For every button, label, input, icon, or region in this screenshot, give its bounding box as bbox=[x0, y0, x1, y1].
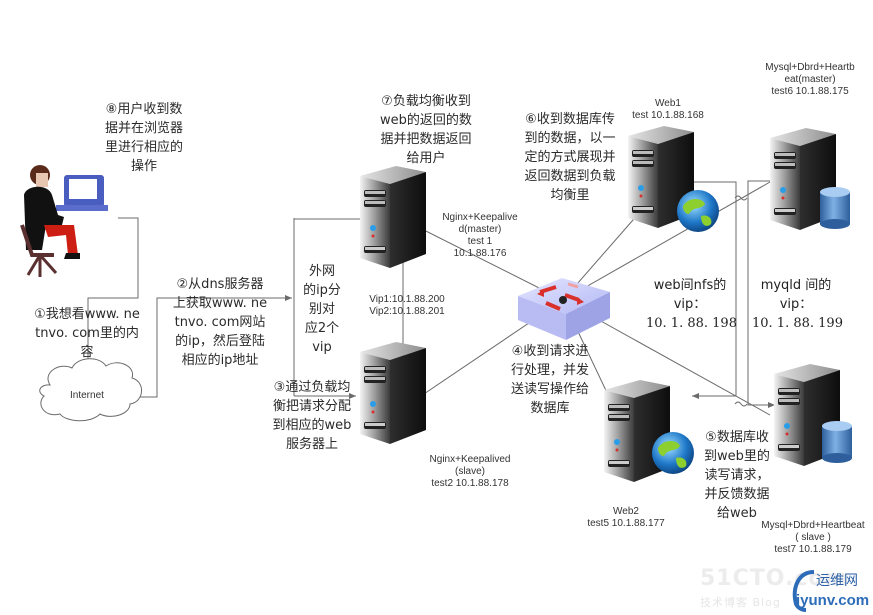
note-line: 的ip分 bbox=[303, 283, 341, 298]
label-line: Mysql+Dbrd+Heartbeat bbox=[761, 520, 865, 531]
step-7-note: ⑦负载均衡收到web的返回的数据并把数据返回给用户 bbox=[380, 94, 472, 166]
wire-nfs-vip bbox=[684, 181, 737, 399]
label-line: 10.1.88.176 bbox=[453, 248, 507, 259]
nfs-vip-title: web间nfs的 bbox=[653, 278, 727, 293]
db-master-label: Mysql+Dbrd+Heartb eat(master) test6 10.1… bbox=[760, 62, 860, 98]
lb-slave-label: Nginx+Keepalived (slave) test2 10.1.88.1… bbox=[422, 454, 518, 490]
label-line: Nginx+Keepalived bbox=[429, 454, 511, 465]
watermark-51cto: 51CTO.com bbox=[700, 566, 849, 591]
web1-globe-icon bbox=[677, 190, 719, 232]
user-at-computer-icon bbox=[20, 165, 108, 277]
watermark-brand-en: iyunv.com bbox=[796, 592, 870, 609]
db-master-database-icon bbox=[820, 187, 850, 229]
note-line: 别对 bbox=[308, 302, 335, 317]
label-line: ( slave ) bbox=[795, 532, 831, 543]
label-line: Web1 bbox=[655, 98, 681, 109]
wire-crossing-hop bbox=[734, 195, 748, 201]
watermark-blog: 技术博客 Blog bbox=[700, 596, 781, 609]
db-slave-label: Mysql+Dbrd+Heartbeat ( slave ) test7 10.… bbox=[758, 520, 868, 556]
lb-vip-1: Vip1:10.1.88.200 bbox=[369, 294, 445, 305]
note-line: 外网 bbox=[308, 264, 335, 279]
step-1-note: ①我想看www. netnvo. com里的内容 bbox=[34, 307, 140, 360]
step-3-note: ③通过负载均衡把请求分配到相应的web服务器上 bbox=[272, 380, 352, 452]
wire-crossing-hop bbox=[734, 401, 748, 407]
wire-user-internet bbox=[85, 217, 139, 368]
internet-cloud-icon bbox=[39, 358, 142, 422]
label-line: Nginx+Keepalive bbox=[442, 212, 518, 223]
watermark-swoosh-icon bbox=[792, 570, 815, 612]
label-line: test2 10.1.88.178 bbox=[431, 478, 509, 489]
web2-globe-icon bbox=[652, 432, 694, 474]
mysql-vip-value: 10. 1. 88. 199 bbox=[752, 316, 843, 331]
label-line: test6 10.1.88.175 bbox=[771, 86, 849, 97]
lb-vip-list: Vip1:10.1.88.200 Vip2:10.1.88.201 bbox=[362, 294, 452, 318]
lb-master-server-icon bbox=[356, 162, 428, 276]
step-2-note: ②从dns服务器上获取www. netnvo. com网站的ip，然后登陆相应的… bbox=[172, 277, 268, 368]
switch-icon bbox=[518, 278, 610, 340]
watermark-brand-cn: 运维网 bbox=[816, 573, 858, 589]
label-line: Web2 bbox=[613, 506, 639, 517]
label-line: Mysql+Dbrd+Heartb bbox=[765, 62, 855, 73]
internet-label: Internet bbox=[70, 390, 104, 401]
step-6-note: ⑥收到数据库传到的数据，以一定的方式展现并返回数据到负载均衡里 bbox=[524, 112, 616, 203]
label-line: eat(master) bbox=[784, 74, 836, 85]
wire-mysql-vip bbox=[747, 180, 775, 408]
lb-vip-2: Vip2:10.1.88.201 bbox=[369, 306, 445, 317]
nfs-vip-label: vip： bbox=[673, 297, 707, 312]
step-5-note: ⑤数据库收到web里的读写请求，并反馈数据给web bbox=[704, 430, 770, 521]
db-slave-server-icon bbox=[770, 360, 842, 474]
wire-internet-lb bbox=[136, 295, 292, 398]
mysql-vip-note: myqld 间的 vip： 10. 1. 88. 199 bbox=[752, 276, 843, 333]
label-line: (slave) bbox=[454, 466, 485, 477]
step-4-note: ④收到请求进行处理，并发送读写操作给数据库 bbox=[510, 344, 589, 416]
wire-lbm-switch bbox=[399, 217, 564, 301]
mysql-vip-label: vip： bbox=[779, 297, 813, 312]
nfs-vip-value: 10. 1. 88. 198 bbox=[646, 316, 737, 331]
label-line: test7 10.1.88.179 bbox=[774, 544, 852, 555]
label-line: d(master) bbox=[458, 224, 502, 235]
step-8-note: ⑧用户收到数据并在浏览器里进行相应的操作 bbox=[104, 102, 183, 174]
label-line: test 10.1.88.168 bbox=[632, 110, 704, 121]
db-slave-database-icon bbox=[822, 421, 852, 463]
nfs-vip-note: web间nfs的 vip： 10. 1. 88. 198 bbox=[646, 276, 737, 333]
lb-slave-server-icon bbox=[356, 338, 428, 452]
note-line: vip bbox=[312, 340, 332, 355]
external-ip-note: 外网 的ip分 别对 应2个 vip bbox=[300, 262, 344, 357]
lb-master-label: Nginx+Keepalive d(master) test 1 10.1.88… bbox=[440, 212, 520, 260]
web1-label: Web1 test 10.1.88.168 bbox=[625, 98, 711, 122]
web2-label: Web2 test5 10.1.88.177 bbox=[580, 506, 672, 530]
mysql-vip-title: myqld 间的 bbox=[760, 278, 832, 293]
label-line: test5 10.1.88.177 bbox=[587, 518, 665, 529]
note-line: 应2个 bbox=[304, 321, 340, 336]
label-line: test 1 bbox=[467, 236, 493, 247]
